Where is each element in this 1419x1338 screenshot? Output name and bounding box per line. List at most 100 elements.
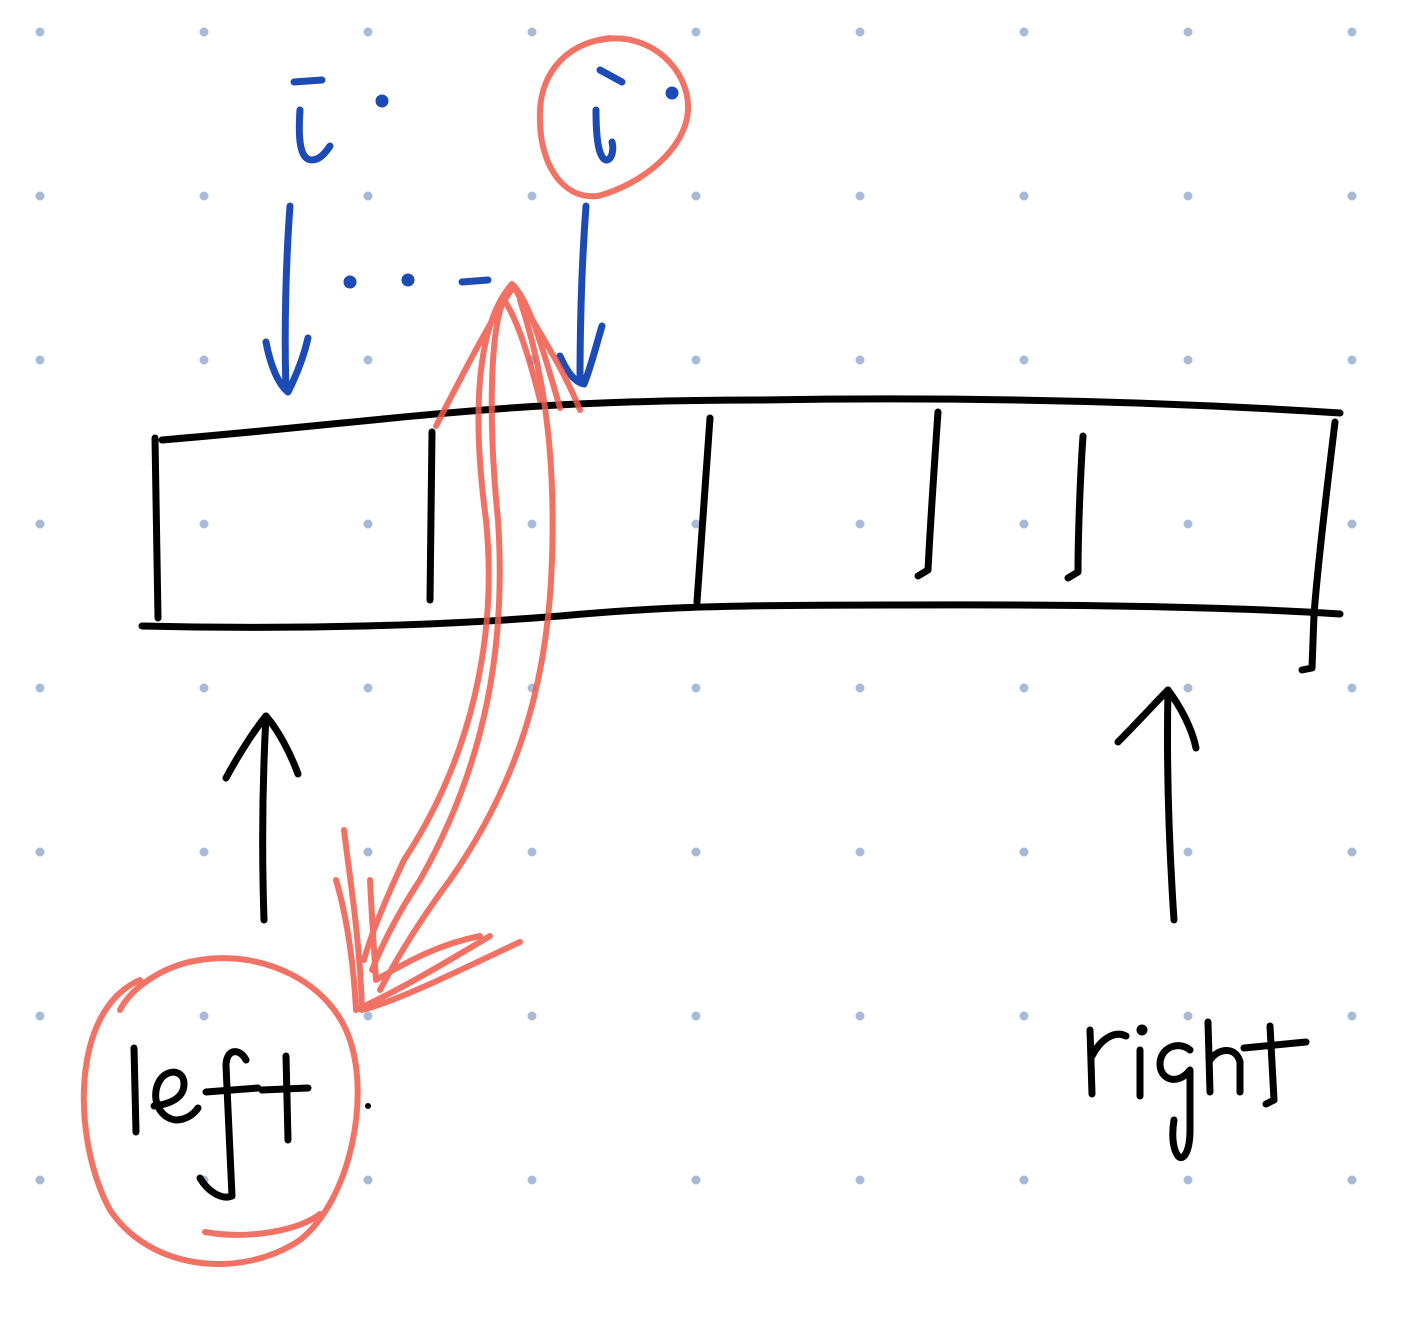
i-prime-stem [592, 106, 617, 164]
right-handwritten [1086, 1018, 1310, 1161]
right-up-arrow-shaft [1163, 686, 1178, 924]
arrow-down-shaft-i-prime [576, 202, 590, 386]
stray-dot [365, 1103, 371, 1109]
grid-dot [527, 847, 537, 857]
grid-dot [363, 847, 373, 857]
grid-dot [1347, 27, 1357, 37]
grid-dot [35, 1175, 45, 1185]
grid-dot [1183, 1175, 1193, 1185]
grid-dot [35, 355, 45, 365]
arrow-down-head-i-prime [556, 322, 606, 388]
grid-dot [1183, 519, 1193, 529]
grid-dot [199, 27, 209, 37]
right-label: right [1200, 1298, 1203, 1301]
left-up-arrow-head [222, 712, 302, 782]
array-bottom-edge [138, 601, 1344, 631]
two-way-arrow-lower-head-2 [333, 877, 493, 1013]
grid-dot [1347, 355, 1357, 365]
grid-dot [1183, 847, 1193, 857]
left-letter-f-cross [202, 1084, 262, 1096]
grid-dot [35, 519, 45, 529]
grid-dot [855, 519, 865, 529]
grid-dot [691, 519, 701, 529]
grid-dot [1019, 27, 1029, 37]
two-way-arrow-stroke-3 [377, 297, 556, 993]
right-letter-r [1086, 1026, 1096, 1098]
grid-dot [199, 355, 209, 365]
blue-pointers [262, 66, 679, 396]
i-bar [290, 76, 326, 86]
dot [375, 94, 389, 108]
grid-dot [855, 847, 865, 857]
grid-dot [1183, 27, 1193, 37]
dot [401, 273, 415, 287]
right-letter-h [1204, 1018, 1244, 1096]
grid-dot [855, 683, 865, 693]
grid-dot [1019, 847, 1029, 857]
cell-divider-4 [1064, 432, 1087, 582]
array-left-edge [151, 434, 162, 622]
grid-dot [35, 847, 45, 857]
right-letter-i-dot [1136, 1024, 1148, 1036]
grid-dot [1019, 1011, 1029, 1021]
red-annotations [80, 35, 692, 1267]
right-letter-r-hook [1088, 1030, 1130, 1060]
grid-dot [691, 1175, 701, 1185]
grid-dot [1347, 1011, 1357, 1021]
arrow-down-head-i [262, 334, 312, 396]
dot [343, 275, 357, 289]
grid-dot [527, 191, 537, 201]
grid-dot [363, 1011, 373, 1021]
up-arrows [222, 686, 1200, 924]
grid-dot [1347, 847, 1357, 857]
left-letter-l [130, 1044, 140, 1136]
grid-dot [691, 683, 701, 693]
grid-dot [691, 847, 701, 857]
grid-dot [691, 27, 701, 37]
left-letter-t [282, 1052, 292, 1144]
right-letter-t-cross [1240, 1038, 1310, 1052]
right-letter-g [1156, 1042, 1194, 1161]
grid-dot [363, 355, 373, 365]
left-up-arrow-shaft [259, 712, 270, 924]
grid-dot [1019, 1175, 1029, 1185]
grid-dot [1347, 1175, 1357, 1185]
grid-dot [1183, 1011, 1193, 1021]
grid-dot [855, 191, 865, 201]
grid-dot [1019, 191, 1029, 201]
grid-dot [199, 1011, 209, 1021]
grid-dot [1347, 191, 1357, 201]
grid-dot [1019, 355, 1029, 365]
grid-dot [691, 355, 701, 365]
grid-dot [1019, 683, 1029, 693]
grid-dot [855, 1175, 865, 1185]
grid-dot [691, 1011, 701, 1021]
i-prime-bar [596, 66, 626, 86]
grid-dot [363, 1175, 373, 1185]
grid-dot [1183, 355, 1193, 365]
left-circle [80, 955, 361, 1267]
dot [665, 86, 679, 100]
cell-divider-3 [914, 408, 942, 580]
right-up-arrow-head [1114, 686, 1200, 752]
dot-grid [35, 27, 1357, 1185]
two-way-arrow-lower-head-3 [367, 877, 483, 983]
grid-dot [35, 191, 45, 201]
grid-dot [691, 191, 701, 201]
grid-dot [199, 683, 209, 693]
left-letter-e [150, 1068, 202, 1124]
grid-dot [35, 1011, 45, 1021]
dots-connector [458, 276, 492, 286]
arrow-down-shaft-i [281, 202, 294, 394]
cell-divider-2 [693, 414, 714, 606]
array-right-edge [1298, 418, 1339, 674]
two-way-arrow-stroke-2 [369, 297, 543, 973]
grid-dot [363, 27, 373, 37]
grid-dot [363, 191, 373, 201]
grid-dot [855, 1011, 865, 1021]
left-label: left [220, 1298, 222, 1301]
i-prime-circle [536, 35, 692, 200]
grid-dot [199, 847, 209, 857]
